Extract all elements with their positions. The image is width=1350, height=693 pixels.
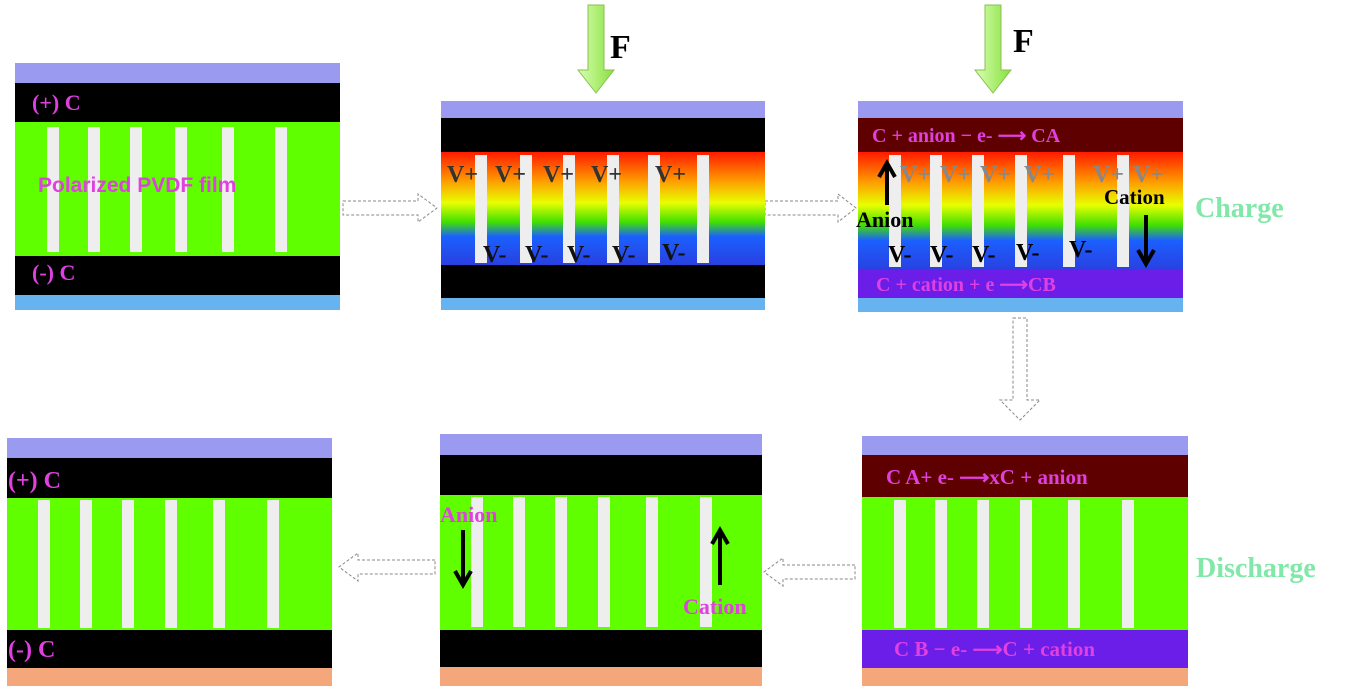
bottom-plate <box>858 298 1183 312</box>
cation-label: Cation <box>683 594 747 619</box>
cb-layer <box>858 270 1183 298</box>
dashed-arrow-left-icon <box>338 552 436 582</box>
top-electrode <box>440 455 762 495</box>
positive-charges: V+ V+ V+ V+ V+ V+ <box>900 162 1164 188</box>
charge-label: V- <box>930 242 954 268</box>
charge-label: V+ <box>655 162 686 188</box>
force-label: F <box>610 29 631 66</box>
negative-charges: V- V- V- V- V- <box>888 237 1093 268</box>
arrow-down-icon <box>1136 215 1156 269</box>
pores <box>894 500 1134 628</box>
discharge-top-reaction: C A+ e- ⟶xC + anion <box>886 465 1088 489</box>
arrow-up-icon <box>877 158 897 205</box>
charge-label: V- <box>1069 237 1093 263</box>
charge-label: V- <box>972 242 996 268</box>
negative-charges: V- V- V- V- V- <box>483 240 686 268</box>
charge-label: V- <box>612 242 636 268</box>
charge-label: V+ <box>900 162 931 188</box>
panel-initial: (+) C Polarized PVDF film (-) C <box>15 63 340 310</box>
top-electrode <box>441 118 765 152</box>
charge-label: V+ <box>940 162 971 188</box>
charge-label: V+ <box>1133 162 1164 188</box>
dashed-arrow-left-icon <box>763 557 856 587</box>
panel-charge: C + anion − e- ⟶ CA V+ V+ V+ V+ V+ V+ V-… <box>856 101 1183 312</box>
charge-label: V- <box>567 242 591 268</box>
cb-layer <box>862 630 1188 668</box>
charge-bottom-reaction: C + cation + e ⟶CB <box>876 274 1056 296</box>
charge-label: V+ <box>1024 162 1055 188</box>
charge-label: V- <box>662 240 686 266</box>
force-arrow-icon <box>576 4 616 94</box>
ca-layer <box>858 118 1183 152</box>
charge-label: Charge <box>1195 193 1284 224</box>
charge-label: V- <box>525 242 549 268</box>
bottom-electrode <box>441 265 765 298</box>
pores <box>38 500 279 628</box>
top-plate <box>858 101 1183 118</box>
discharge-bottom-reaction: C B − e- ⟶C + cation <box>894 637 1095 661</box>
top-plate <box>441 101 765 118</box>
pores <box>475 155 709 263</box>
ca-layer <box>862 455 1188 497</box>
top-electrode <box>15 83 340 122</box>
cation-label: Cation <box>1104 185 1165 209</box>
bottom-electrode <box>15 256 340 295</box>
top-plate <box>7 438 332 458</box>
top-plate <box>15 63 340 83</box>
positive-charges: V+ V+ V+ V+ V+ <box>447 162 686 188</box>
panel-pressed: V+ V+ V+ V+ V+ V- V- V- V- V- <box>441 101 765 310</box>
top-electrode <box>7 458 332 498</box>
dashed-arrow-right-icon <box>342 193 438 223</box>
charge-label: V+ <box>980 162 1011 188</box>
charge-label: V- <box>1016 240 1040 266</box>
bottom-plate <box>441 298 765 310</box>
pores <box>889 155 1129 267</box>
charge-label: V- <box>888 242 912 268</box>
bottom-plate <box>440 667 762 686</box>
top-electrode-label: (+) C <box>8 468 61 494</box>
discharge-label: Discharge <box>1196 553 1316 584</box>
anion-label: Anion <box>856 207 913 232</box>
film-label: Polarized PVDF film <box>38 174 236 197</box>
charge-label: V+ <box>591 162 622 188</box>
bottom-electrode <box>7 630 332 668</box>
charge-top-reaction: C + anion − e- ⟶ CA <box>872 125 1061 147</box>
panel-final: (+) C (-) C <box>7 438 332 686</box>
bottom-electrode-label: (-) C <box>8 637 55 663</box>
bottom-plate <box>15 295 340 310</box>
force-arrow-icon <box>973 4 1013 94</box>
pores <box>471 497 712 627</box>
panel-relaxed: Anion Cation <box>440 434 762 686</box>
dashed-arrow-right-icon <box>764 192 857 224</box>
bottom-electrode-label: (-) C <box>32 260 75 285</box>
charge-label: V+ <box>1093 162 1124 188</box>
pores <box>47 127 287 252</box>
charge-label: V- <box>483 242 507 268</box>
top-plate <box>862 436 1188 455</box>
dashed-arrow-down-icon <box>998 317 1042 421</box>
top-electrode-label: (+) C <box>32 90 81 115</box>
charge-label: V+ <box>447 162 478 188</box>
bottom-plate <box>7 668 332 686</box>
force-label: F <box>1013 23 1034 60</box>
panel-discharge: C A+ e- ⟶xC + anion C B − e- ⟶C + cation <box>862 436 1188 686</box>
bottom-electrode <box>440 630 762 667</box>
charge-label: V+ <box>543 162 574 188</box>
charge-label: V+ <box>495 162 526 188</box>
arrow-down-icon <box>453 530 473 590</box>
arrow-up-icon <box>710 525 730 585</box>
top-plate <box>440 434 762 455</box>
anion-label: Anion <box>440 502 497 527</box>
bottom-plate <box>862 668 1188 686</box>
polarized-film <box>441 152 765 265</box>
